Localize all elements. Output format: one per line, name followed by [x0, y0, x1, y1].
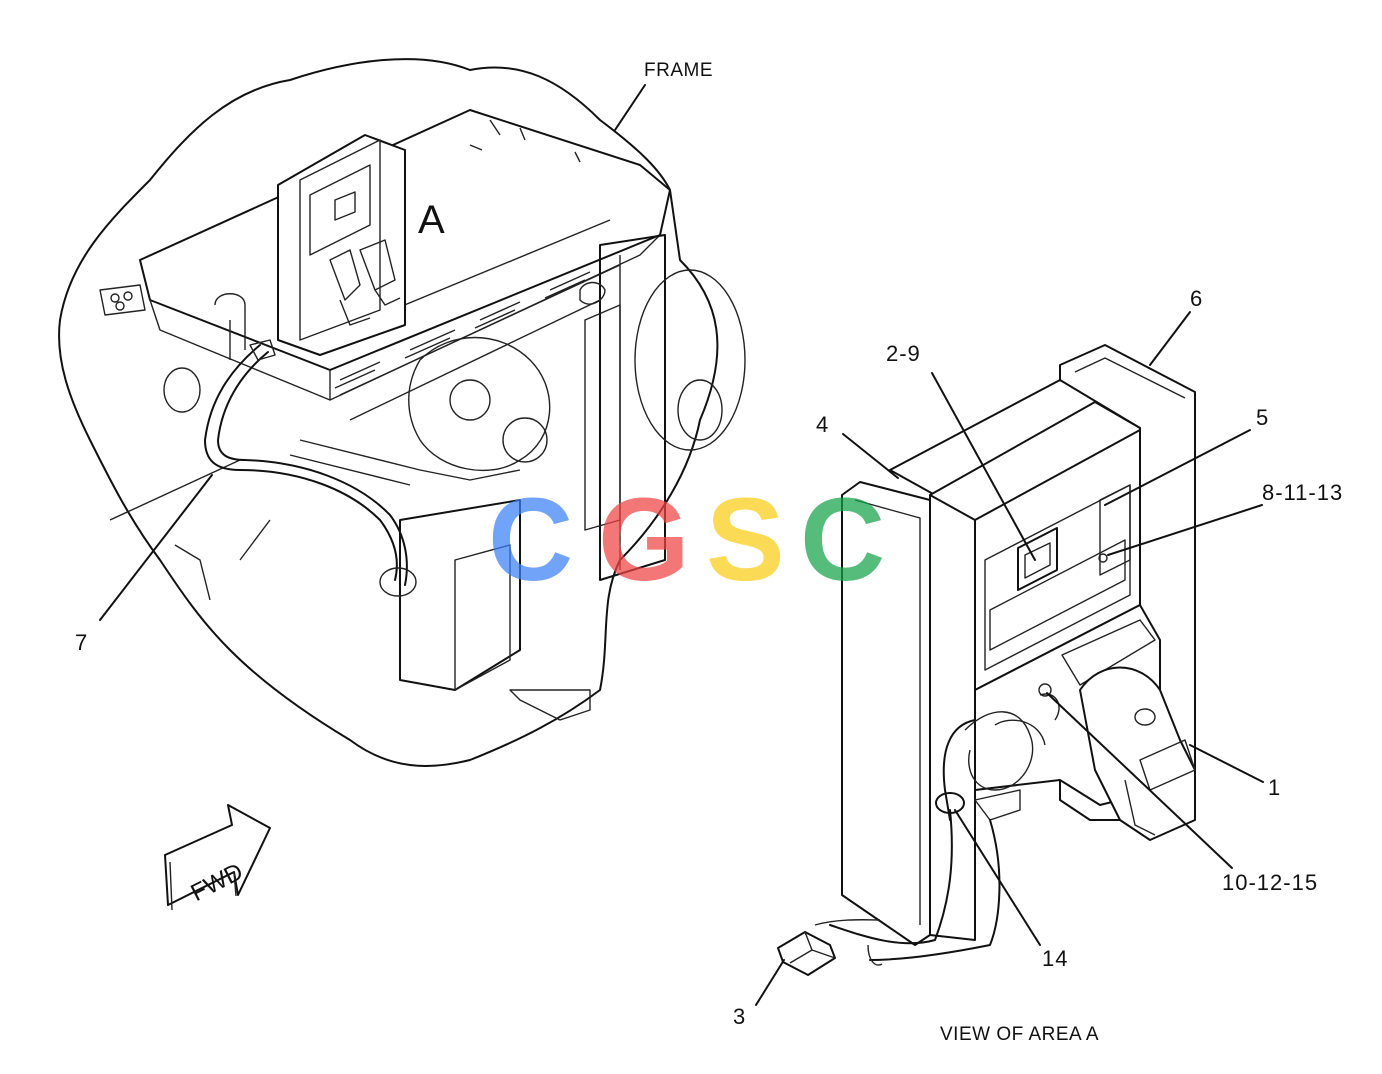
leader-7 [99, 474, 213, 621]
breakout-outline [58, 58, 719, 767]
leader-4 [842, 433, 899, 479]
leader-8-11-13 [1107, 504, 1263, 556]
wire-harness-7 [204, 344, 398, 581]
leader-14 [954, 809, 1041, 946]
leader-1 [1189, 744, 1264, 783]
relay-1 [1079, 666, 1196, 841]
callout-1: 1 [1268, 775, 1282, 800]
frame-assembly [58, 58, 746, 767]
callout-14: 14 [1042, 946, 1069, 971]
callout-6: 6 [1190, 286, 1204, 311]
callout-5: 5 [1256, 405, 1270, 430]
callout-4: 4 [816, 412, 830, 437]
watermark-letter-4: C [800, 474, 885, 606]
leader-frame [614, 84, 646, 131]
callout-7: 7 [75, 630, 89, 655]
leader-10-12-15 [1046, 692, 1233, 869]
callout-area-a: A [418, 198, 446, 242]
callout-8-11-13: 8-11-13 [1262, 480, 1344, 505]
callout-10-12-15: 10-12-15 [1222, 870, 1319, 895]
watermark-letter-1: C [488, 474, 573, 606]
fwd-arrow: FWD [164, 804, 271, 911]
watermark-letter-3: S [706, 474, 785, 606]
leader-6 [1149, 311, 1191, 366]
leader-2-9 [931, 372, 1036, 561]
callout-3: 3 [733, 1004, 747, 1029]
callout-frame: FRAME [644, 60, 713, 81]
watermark-letter-2: G [598, 474, 690, 606]
fuse-box-small [277, 134, 406, 356]
view-caption: VIEW OF AREA A [940, 1024, 1100, 1045]
fuse-bracket-assembly [777, 344, 1196, 976]
leader-5 [1104, 429, 1251, 506]
watermark-logo: C G S C [488, 474, 885, 606]
callout-2-9: 2-9 [886, 341, 921, 366]
leader-3 [755, 959, 785, 1006]
frame-beam-top [139, 109, 671, 371]
